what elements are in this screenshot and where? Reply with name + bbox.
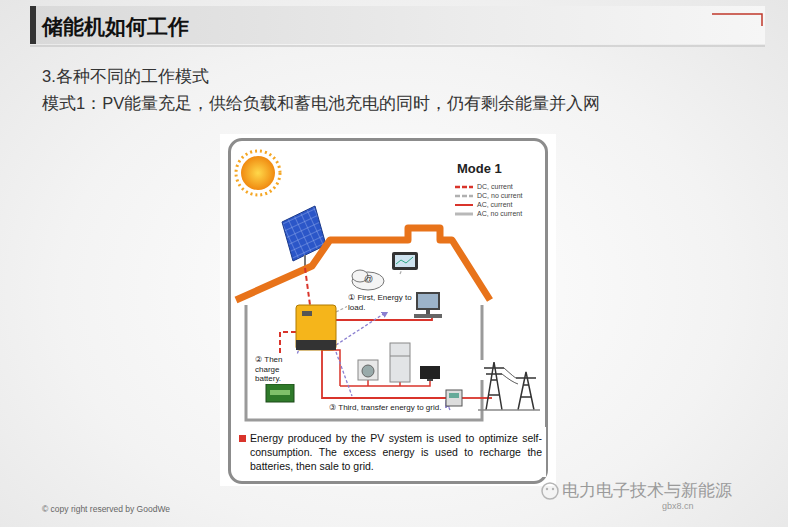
house-wall — [246, 305, 482, 420]
sun — [236, 151, 280, 195]
red-bullet — [239, 435, 246, 442]
inverter — [296, 305, 336, 350]
callout-text: ② Then charge battery. — [254, 355, 308, 384]
legend-sample — [455, 213, 473, 216]
legend-sample — [455, 186, 473, 189]
corner-mark — [712, 14, 762, 26]
grid-tower — [478, 362, 540, 410]
battery — [266, 381, 294, 402]
house-wall — [481, 305, 484, 360]
legend-sample — [455, 204, 473, 206]
mode-description: 模式1：PV能量充足，供给负载和蓄电池充电的同时，仍有剩余能量并入网 — [42, 94, 682, 114]
title-bar — [30, 6, 765, 46]
copyright-note: © copy right reserved by GoodWe — [42, 504, 170, 514]
subtitle: 3.各种不同的工作模式 — [42, 67, 442, 87]
meter — [446, 390, 462, 406]
panel-heading: Mode 1 — [457, 161, 502, 176]
legend-text: DC, no current — [477, 192, 523, 200]
legend-text: DC, current — [477, 183, 513, 191]
note-text: Energy produced by the PV system is used… — [250, 431, 542, 473]
roof — [236, 228, 490, 300]
picture-ground — [220, 134, 556, 486]
legend-text: AC, no current — [477, 210, 522, 218]
watermark: gbx8.cn — [662, 501, 694, 512]
appliances — [358, 343, 440, 382]
internet-symbol: @ — [364, 274, 374, 285]
legend-text: AC, current — [477, 201, 512, 209]
wechat-icon — [542, 483, 558, 499]
watermark: 电力电子技术与新能源 — [562, 481, 732, 501]
slide-title: 储能机如何工作 — [42, 13, 189, 41]
cloud — [352, 270, 384, 290]
legend-sample — [455, 195, 473, 198]
tablet — [392, 252, 418, 270]
note-box: Energy produced by the PV system is used… — [236, 427, 546, 477]
computer — [414, 292, 442, 318]
wires — [280, 262, 492, 398]
callout-text: ③ Third, transfer energy to grid. — [328, 403, 442, 413]
callout-text: ① First, Energy to load. — [347, 293, 415, 312]
